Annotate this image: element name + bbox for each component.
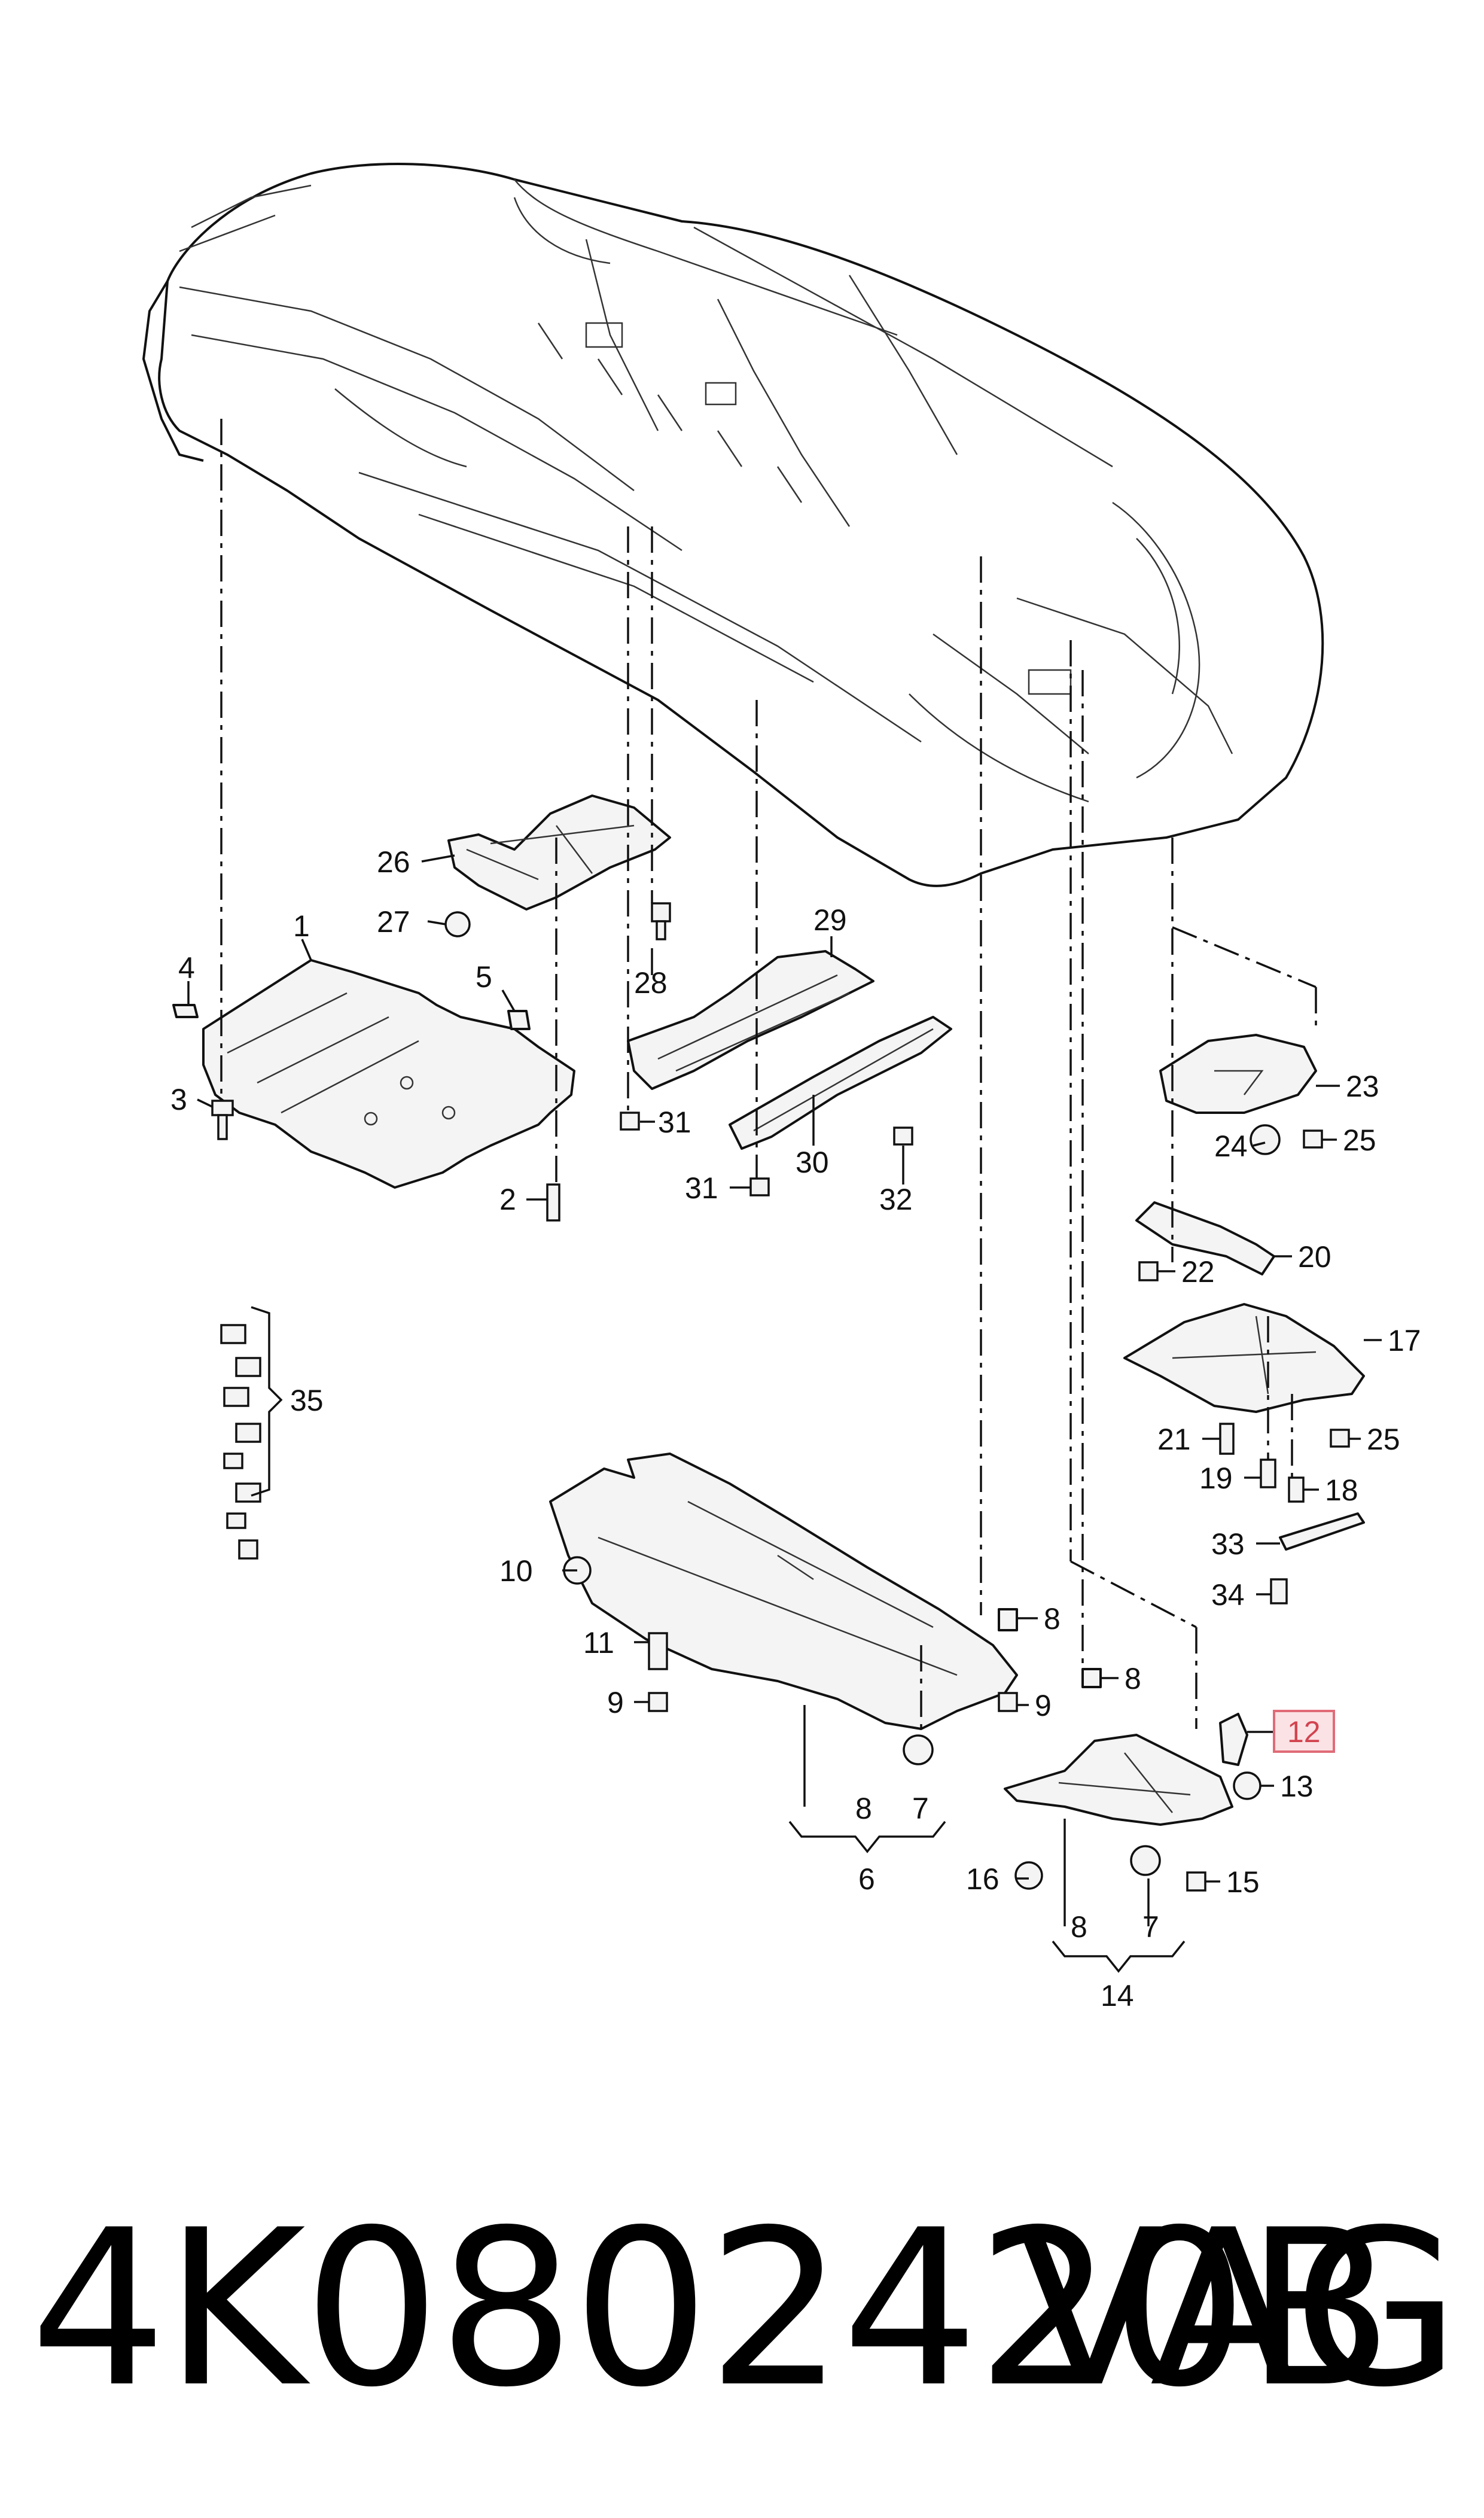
label-35: 35 — [290, 1384, 324, 1417]
part-23-cover — [1159, 1034, 1317, 1114]
label-15: 15 — [1226, 1865, 1260, 1899]
label-10: 10 — [499, 1554, 533, 1588]
label-9-right: 9 — [1035, 1689, 1052, 1722]
footer: 4K0802420B VAG — [0, 2178, 1484, 2453]
label-5: 5 — [476, 960, 492, 994]
part-33-strip — [1279, 1512, 1365, 1551]
label-8-mid-right: 8 — [1125, 1662, 1141, 1695]
label-20: 20 — [1298, 1240, 1331, 1274]
part-12-bracket — [1219, 1713, 1248, 1766]
label-32: 32 — [879, 1183, 913, 1216]
label-9-left: 9 — [607, 1686, 624, 1719]
label-24: 24 — [1214, 1129, 1248, 1163]
label-8-group6: 8 — [855, 1792, 872, 1825]
part-number: 4K0802420B — [30, 2184, 1393, 2434]
part-6-underbody-panel — [549, 1453, 1018, 1730]
label-29: 29 — [813, 903, 847, 937]
part-14-underbody-panel — [1004, 1734, 1233, 1826]
label-7-group6: 7 — [912, 1792, 929, 1825]
label-16: 16 — [966, 1862, 1000, 1896]
label-17: 17 — [1388, 1324, 1421, 1357]
label-33: 33 — [1211, 1527, 1245, 1561]
label-4: 4 — [178, 951, 195, 985]
label-6: 6 — [858, 1862, 875, 1896]
part-26-heat-shield — [447, 794, 671, 911]
brand: VAG — [1016, 2184, 1460, 2434]
label-3: 3 — [170, 1083, 187, 1116]
label-21: 21 — [1157, 1423, 1191, 1456]
part-labels: 1 4 3 5 2 26 27 28 29 31 31 30 32 23 24 … — [170, 845, 1421, 2012]
label-34: 34 — [1211, 1578, 1245, 1612]
label-1: 1 — [293, 909, 310, 943]
label-25-lower: 25 — [1367, 1423, 1400, 1456]
label-31-lower: 31 — [685, 1171, 718, 1205]
fasteners — [211, 902, 1350, 1892]
label-26: 26 — [377, 845, 410, 879]
label-31-upper: 31 — [658, 1106, 691, 1139]
label-19: 19 — [1199, 1462, 1233, 1495]
label-30: 30 — [796, 1146, 829, 1179]
label-2: 2 — [499, 1183, 516, 1216]
label-14: 14 — [1101, 1979, 1134, 2012]
label-13: 13 — [1280, 1770, 1314, 1803]
part-1-underbody-panel — [202, 959, 575, 1189]
label-22: 22 — [1181, 1255, 1215, 1289]
car-body-underside — [142, 163, 1324, 887]
part-5-clip — [507, 1010, 531, 1030]
leader-lines — [187, 854, 1382, 1973]
part-8-clips — [998, 1608, 1102, 1688]
label-8-upper-right: 8 — [1044, 1602, 1061, 1636]
part-17-cover — [1123, 1303, 1365, 1413]
part-29-tunnel-cover — [627, 950, 874, 1090]
label-7-group14: 7 — [1142, 1910, 1159, 1944]
label-18: 18 — [1325, 1473, 1358, 1507]
label-11: 11 — [583, 1626, 614, 1660]
assembly-lines — [220, 419, 1317, 1735]
label-8-group14: 8 — [1071, 1910, 1087, 1944]
label-23: 23 — [1346, 1070, 1379, 1103]
part-4-bracket — [172, 1004, 199, 1018]
label-25-upper: 25 — [1343, 1123, 1376, 1157]
label-27: 27 — [377, 905, 410, 939]
part-30-tunnel-cover — [729, 1016, 952, 1150]
label-28: 28 — [634, 966, 668, 1000]
label-12: 12 — [1287, 1715, 1321, 1749]
highlight-box-part-12 — [1273, 1710, 1335, 1753]
